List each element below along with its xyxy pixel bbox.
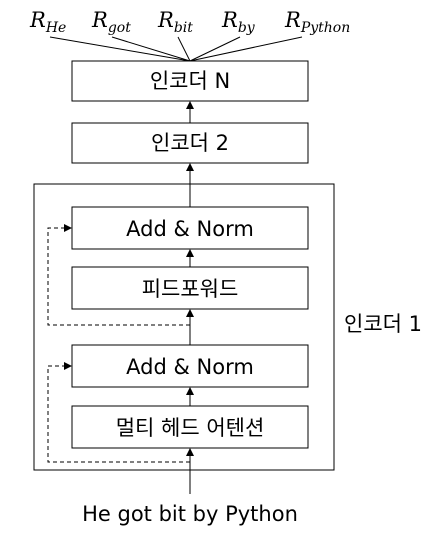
fan-line-he <box>49 36 191 62</box>
encoder-2-box <box>71 122 309 164</box>
feed-forward-block: 피드포워드 <box>71 266 309 310</box>
encoder-1-label: 인코더 1 <box>344 312 422 336</box>
add-norm-top-block: Add & Norm <box>71 206 309 250</box>
output-label-got: Rgot <box>91 8 131 36</box>
encoder-2-block: 인코더 2 <box>71 122 309 164</box>
add-norm-bottom-box <box>71 344 309 388</box>
multi-head-attention-label: 멀티 헤드 어텐션 <box>116 416 265 440</box>
output-label-bit: Rbit <box>157 8 193 36</box>
add-norm-bottom-block: Add & Norm <box>71 344 309 388</box>
encoder-1-container <box>33 183 335 471</box>
feed-forward-box <box>71 266 309 310</box>
fan-line-bit <box>177 36 191 62</box>
output-fan-lines <box>49 36 303 62</box>
output-label-python: RPython <box>284 8 350 36</box>
add-norm-bottom-label: Add & Norm <box>126 355 254 379</box>
multi-head-attention-box <box>71 405 309 449</box>
feed-forward-label: 피드포워드 <box>142 277 239 301</box>
add-norm-top-label: Add & Norm <box>126 217 254 241</box>
residual-connection-bottom <box>47 362 190 463</box>
fan-line-by <box>189 36 241 62</box>
input-sentence: He got bit by Python <box>82 502 298 526</box>
encoder-n-block: 인코더 N <box>71 60 309 102</box>
add-norm-top-box <box>71 206 309 250</box>
encoder-n-label: 인코더 N <box>150 69 230 93</box>
encoder-2-label: 인코더 2 <box>151 131 229 155</box>
multi-head-attention-block: 멀티 헤드 어텐션 <box>71 405 309 449</box>
residual-connection-top <box>47 224 190 326</box>
output-label-by: Rby <box>221 8 256 36</box>
fan-line-python <box>189 36 303 62</box>
output-labels: RHe Rgot Rbit Rby RPython <box>29 8 350 36</box>
fan-line-got <box>111 36 191 62</box>
output-label-he: RHe <box>29 8 66 36</box>
